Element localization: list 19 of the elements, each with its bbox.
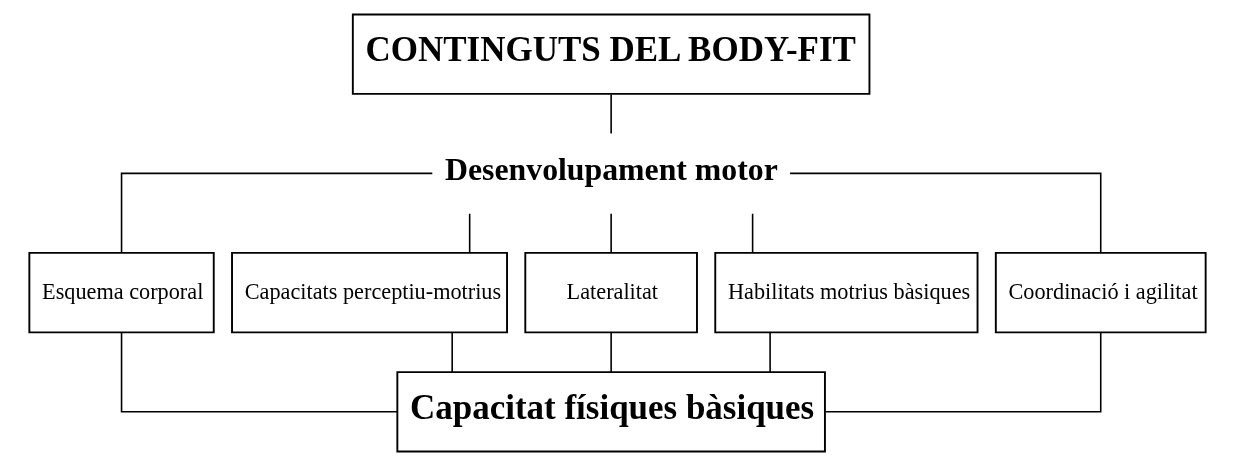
connector — [751, 212, 753, 254]
node-box: Habilitats motrius bàsiques — [713, 251, 978, 334]
connector — [788, 172, 1102, 254]
connector — [768, 332, 771, 373]
node-box: Lateralitat — [523, 251, 698, 334]
connector — [468, 212, 470, 254]
connector — [120, 332, 398, 413]
node-box: Coordinació i agilitat — [994, 251, 1207, 334]
connector — [609, 212, 612, 254]
node-box: Capacitat físiques bàsiques — [395, 371, 826, 453]
node-text: Desenvolupament motor — [444, 151, 778, 187]
connector — [609, 332, 612, 373]
connector — [823, 332, 1102, 413]
connector — [609, 93, 612, 135]
node-box: Capacitats perceptiu-motrius — [230, 251, 508, 334]
node-box: Esquema corporal — [27, 251, 215, 334]
node-box: CONTINGUTS DEL BODY-FIT — [351, 13, 870, 95]
connector — [450, 332, 453, 373]
connector — [120, 172, 433, 254]
